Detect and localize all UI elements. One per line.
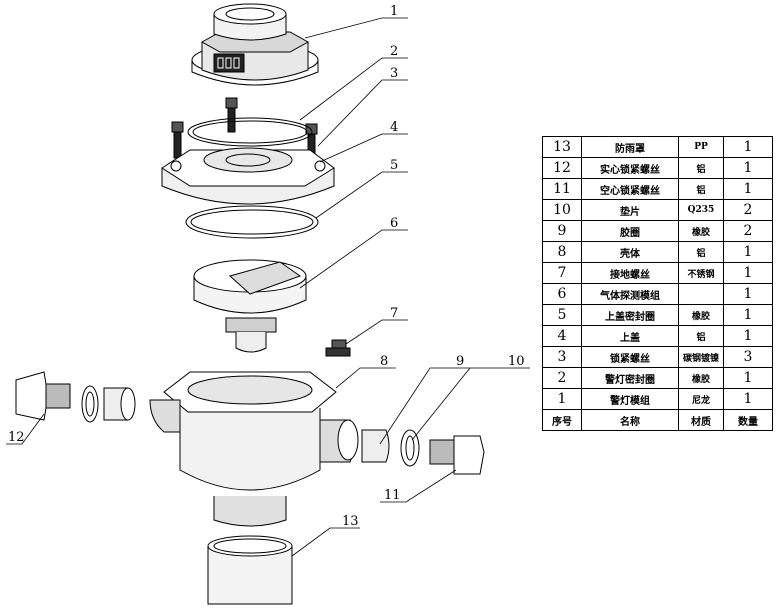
part-12-solid-screw — [15, 371, 71, 421]
callout-8: 8 — [380, 354, 388, 369]
bom-cell-material: 铝 — [678, 241, 724, 263]
callout-labels: 1 2 3 4 5 6 7 8 9 10 11 12 13 — [8, 4, 525, 529]
part-2-light-seal-ring — [187, 117, 313, 147]
bom-cell-material: 铝 — [678, 157, 724, 179]
bom-cell-qty: 2 — [723, 220, 773, 242]
bom-cell-qty: 1 — [723, 283, 773, 305]
part-11-hollow-screw — [429, 435, 485, 475]
bom-header-material: 材质 — [678, 409, 724, 431]
bom-cell-no: 9 — [542, 220, 582, 242]
bom-cell-no: 10 — [542, 199, 582, 221]
bom-cell-qty: 3 — [723, 346, 773, 368]
bom-cell-name: 壳体 — [581, 241, 679, 263]
bom-cell-no: 5 — [542, 304, 582, 326]
bom-cell-name: 空心锁紧螺丝 — [581, 178, 679, 200]
bom-cell-material: Q235 — [678, 199, 724, 221]
callout-10: 10 — [508, 354, 525, 369]
bom-cell-name: 防雨罩 — [581, 136, 679, 158]
callout-9: 9 — [456, 354, 464, 369]
callout-4: 4 — [390, 120, 398, 135]
bom-header-qty: 数量 — [723, 409, 773, 431]
bom-cell-no: 2 — [542, 367, 582, 389]
bom-cell-name: 警灯密封圈 — [581, 367, 679, 389]
bom-cell-name: 锁紧螺丝 — [581, 346, 679, 368]
bom-cell-qty: 1 — [723, 136, 773, 158]
callout-12: 12 — [8, 430, 25, 445]
bom-cell-no: 1 — [542, 388, 582, 410]
bom-cell-material: 不锈钢 — [678, 262, 724, 284]
bom-cell-qty: 1 — [723, 241, 773, 263]
part-13-rain-cover — [207, 535, 293, 605]
bom-cell-name: 气体探测模组 — [581, 283, 679, 305]
bom-cell-qty: 1 — [723, 388, 773, 410]
bom-cell-material: 碳钢镀镍 — [678, 346, 724, 368]
part-8-housing — [149, 371, 359, 527]
callout-2: 2 — [390, 44, 398, 59]
callout-6: 6 — [390, 216, 398, 231]
bom-cell-name: 接地螺丝 — [581, 262, 679, 284]
part-5-cover-seal-ring — [185, 205, 319, 239]
callout-7: 7 — [390, 306, 398, 321]
bom-header-no: 序号 — [542, 409, 582, 431]
bom-cell-material: 橡胶 — [678, 367, 724, 389]
bom-cell-qty: 1 — [723, 262, 773, 284]
part-6-gas-detection-module — [193, 259, 307, 353]
bom-cell-no: 13 — [542, 136, 582, 158]
bom-cell-name: 上盖密封圈 — [581, 304, 679, 326]
bom-cell-qty: 1 — [723, 367, 773, 389]
callout-5: 5 — [390, 158, 398, 173]
callout-1: 1 — [390, 4, 398, 19]
bom-cell-no: 4 — [542, 325, 582, 347]
bom-cell-material: 铝 — [678, 325, 724, 347]
bom-cell-name: 垫片 — [581, 199, 679, 221]
bom-cell-no: 3 — [542, 346, 582, 368]
part-4-top-cover — [161, 147, 335, 205]
callout-11: 11 — [384, 488, 401, 503]
bom-cell-name: 胶圈 — [581, 220, 679, 242]
bom-cell-material — [678, 283, 724, 305]
bom-cell-material: 橡胶 — [678, 220, 724, 242]
bom-cell-qty: 2 — [723, 199, 773, 221]
bom-cell-qty: 1 — [723, 325, 773, 347]
bom-cell-qty: 1 — [723, 157, 773, 179]
bom-cell-no: 7 — [542, 262, 582, 284]
bom-cell-name: 警灯模组 — [581, 388, 679, 410]
bom-cell-material: 铝 — [678, 178, 724, 200]
bom-cell-qty: 1 — [723, 304, 773, 326]
bom-cell-no: 12 — [542, 157, 582, 179]
bom-cell-material: PP — [678, 136, 724, 158]
bom-header-name: 名称 — [581, 409, 679, 431]
part-7-ground-screw — [325, 339, 351, 357]
part-9-10-rings — [81, 385, 420, 467]
leader-lines — [6, 17, 530, 557]
bom-header-row: 序号名称材质数量 — [542, 409, 773, 431]
bom-cell-name: 上盖 — [581, 325, 679, 347]
bom-cell-no: 11 — [542, 178, 582, 200]
bom-cell-no: 6 — [542, 283, 582, 305]
bom-cell-material: 橡胶 — [678, 304, 724, 326]
part-1-warning-light-module — [191, 3, 319, 86]
callout-13: 13 — [342, 514, 359, 529]
bom-cell-qty: 1 — [723, 178, 773, 200]
bom-cell-material: 尼龙 — [678, 388, 724, 410]
callout-3: 3 — [390, 66, 398, 81]
bom-cell-no: 8 — [542, 241, 582, 263]
bom-cell-name: 实心锁紧螺丝 — [581, 157, 679, 179]
